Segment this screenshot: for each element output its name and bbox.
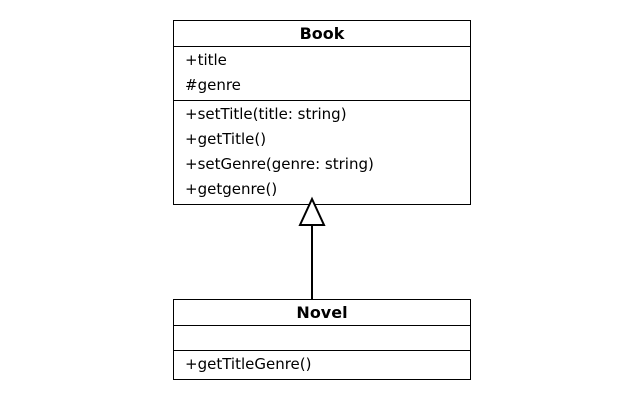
novel-operation-gettitlegenre: +getTitleGenre() [185,355,312,373]
book-operation-getgenre: +getgenre() [185,180,278,198]
book-class-box[interactable]: Book +title #genre +setTitle(title: stri… [173,20,471,205]
book-class-name: Book [174,21,470,47]
hollow-triangle-arrowhead-icon [298,196,326,226]
novel-attributes-section [174,326,470,351]
novel-class-box[interactable]: Novel +getTitleGenre() [173,299,471,380]
book-attribute-genre: #genre [185,76,241,94]
novel-class-name: Novel [174,300,470,326]
book-operation-gettitle: +getTitle() [185,130,267,148]
book-operation-settitle: +setTitle(title: string) [185,105,347,123]
book-operation-setgenre: +setGenre(genre: string) [185,155,374,173]
novel-operations-section: +getTitleGenre() [174,351,470,379]
book-operations-section: +setTitle(title: string) +getTitle() +se… [174,101,470,204]
book-attributes-section: +title #genre [174,47,470,101]
book-attribute-title: +title [185,51,227,69]
